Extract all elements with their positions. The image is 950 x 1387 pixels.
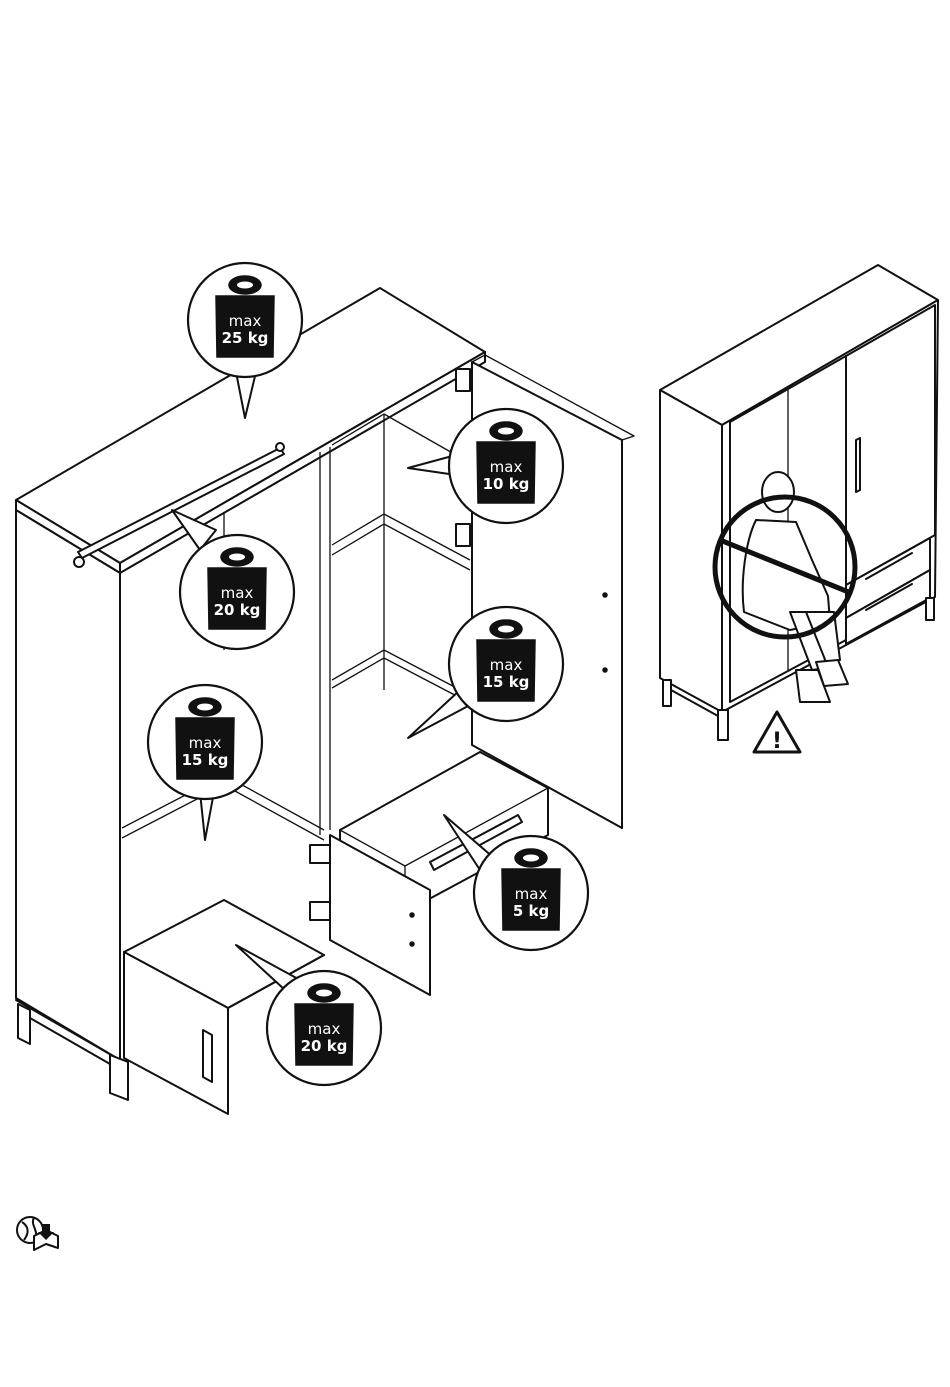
weight-callout-top: max 25 kg xyxy=(188,263,302,377)
weight-load: 20 kg xyxy=(214,601,261,619)
warning-triangle-icon: ! xyxy=(754,712,800,754)
warning-glyph: ! xyxy=(772,729,782,754)
weight-load: 20 kg xyxy=(301,1037,348,1055)
weight-load: 10 kg xyxy=(483,475,530,493)
weight-load: 25 kg xyxy=(222,329,269,347)
weight-callout-left-shelf: max 15 kg xyxy=(148,685,262,799)
weight-callout-right-drawer: max 5 kg xyxy=(474,836,588,950)
weight-callout-upper-shelf: max 10 kg xyxy=(449,409,563,523)
hinge xyxy=(456,524,470,546)
weight-callout-hanging-rail: max 20 kg xyxy=(180,535,294,649)
drawer-handle xyxy=(203,1030,212,1082)
closed-wardrobe xyxy=(660,265,938,740)
leg-front xyxy=(110,1055,128,1100)
weight-load: 5 kg xyxy=(513,902,549,920)
weight-word: max xyxy=(490,458,523,476)
weight-word: max xyxy=(308,1020,341,1038)
weight-word: max xyxy=(515,885,548,903)
wardrobe-side-panel xyxy=(16,510,120,1060)
weight-callout-middle-shelf: max 15 kg xyxy=(449,607,563,721)
weight-load: 15 kg xyxy=(182,751,229,769)
weight-load: 15 kg xyxy=(483,673,530,691)
weight-word: max xyxy=(221,584,254,602)
weight-word: max xyxy=(229,312,262,330)
globe-book-icon[interactable] xyxy=(17,1217,58,1250)
weight-word: max xyxy=(490,656,523,674)
weight-word: max xyxy=(189,734,222,752)
weight-callout-left-drawer: max 20 kg xyxy=(267,971,381,1085)
leg-left xyxy=(18,1004,30,1044)
hinge xyxy=(456,369,470,391)
